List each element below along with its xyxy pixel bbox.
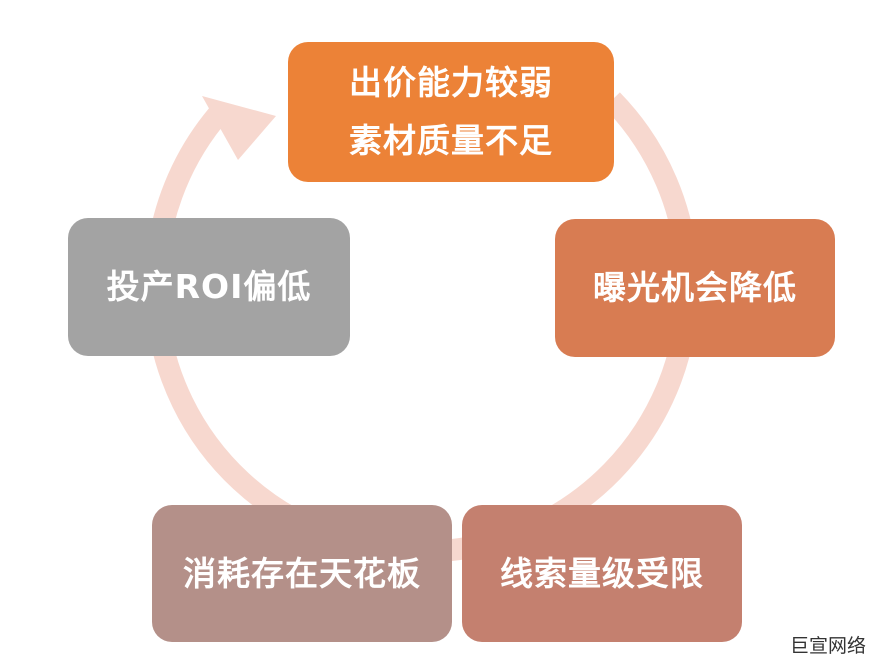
cycle-node-leads: 线索量级受限 (462, 505, 742, 642)
cycle-node-spend-ceiling: 消耗存在天花板 (152, 505, 452, 642)
cycle-node-roi: 投产ROI偏低 (68, 218, 350, 356)
cycle-node-exposure: 曝光机会降低 (555, 219, 835, 357)
cycle-node-label: 线索量级受限 (500, 553, 704, 593)
cycle-node-label: 曝光机会降低 (593, 268, 797, 307)
cycle-node-label: 消耗存在天花板 (183, 553, 421, 593)
cycle-node-label: 素材质量不足 (349, 121, 553, 160)
cycle-node-label: 投产ROI偏低 (106, 267, 312, 306)
cycle-node-bid-ability: 出价能力较弱 素材质量不足 (288, 42, 614, 182)
cycle-arrow-head (202, 96, 276, 160)
watermark-text: 巨宣网络 (789, 635, 866, 657)
cycle-node-label: 出价能力较弱 (349, 63, 553, 102)
